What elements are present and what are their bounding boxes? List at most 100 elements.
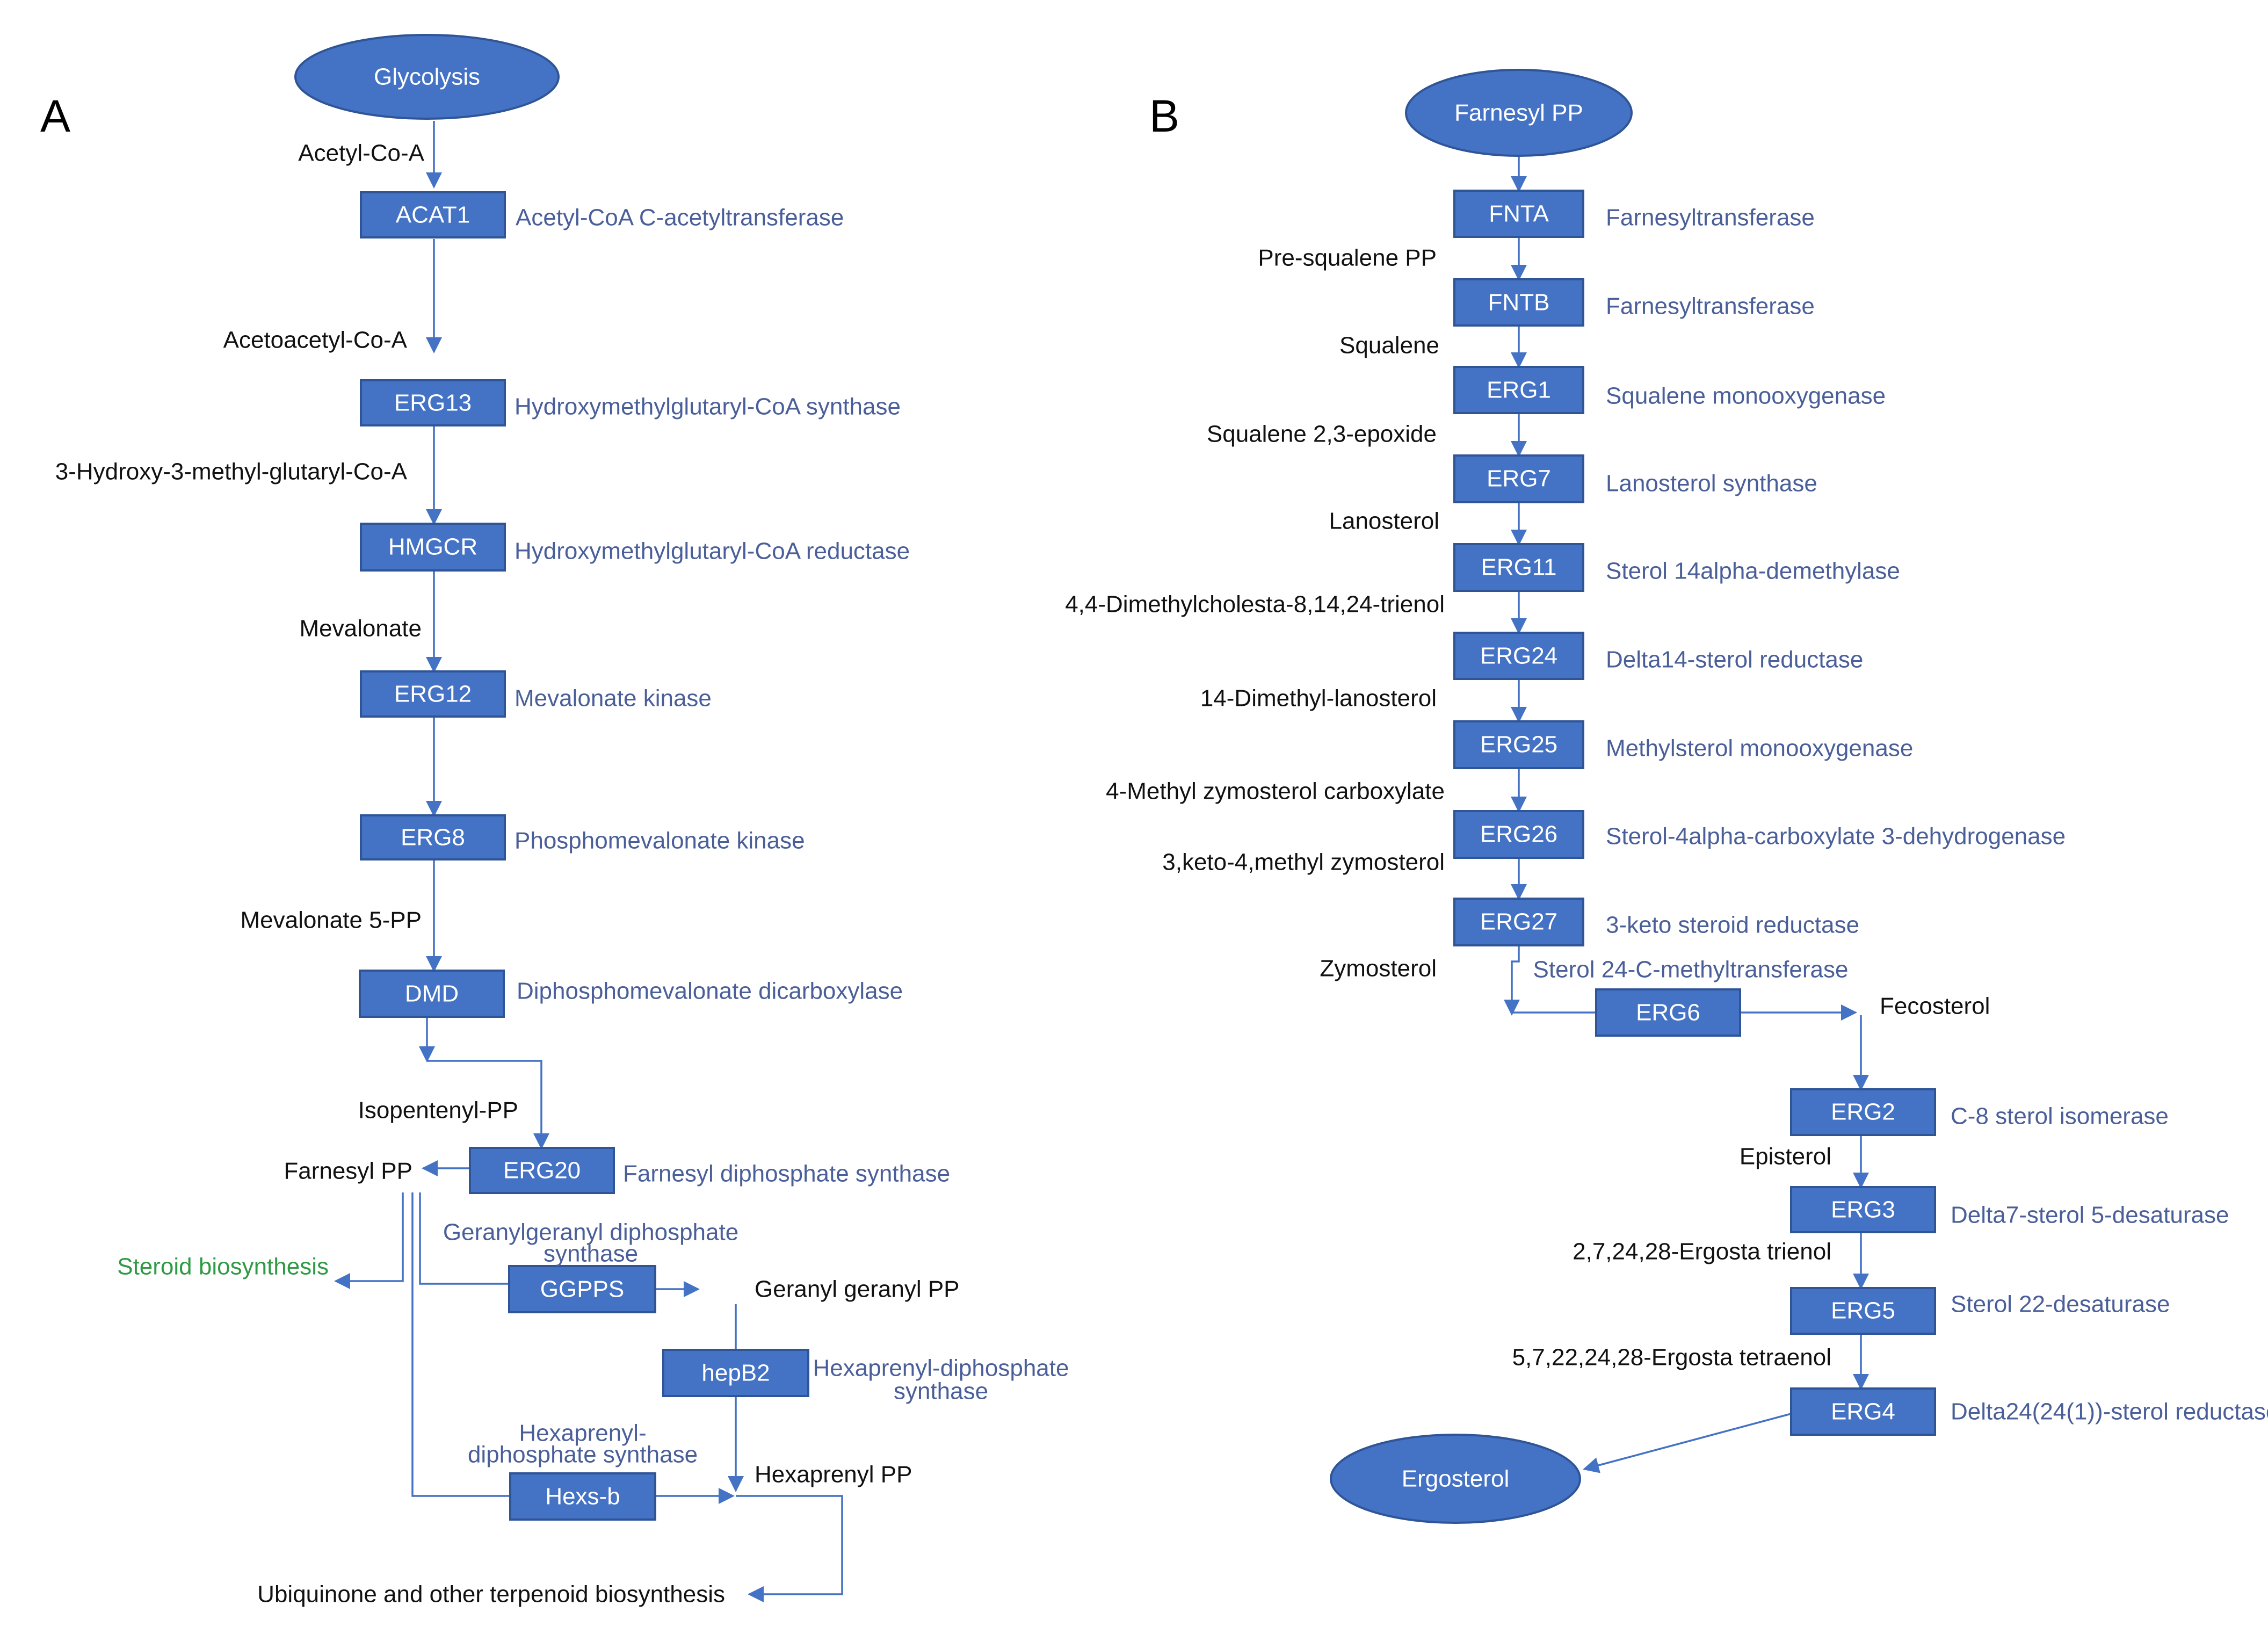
acat1-box xyxy=(360,191,506,238)
erg1-desc: Squalene monooxygenase xyxy=(1606,383,1886,409)
squalene-epoxide-label: Squalene 2,3-epoxide xyxy=(1207,421,1437,447)
erg26-label: ERG26 xyxy=(1480,821,1557,848)
erg24-box xyxy=(1453,632,1584,680)
erg3-label: ERG3 xyxy=(1831,1197,1895,1223)
dimethyl-lanosterol-label: 14-Dimethyl-lanosterol xyxy=(1200,685,1437,712)
erg5-box xyxy=(1790,1287,1936,1335)
erg4-box xyxy=(1790,1387,1936,1436)
edge-erg27-zymosterol xyxy=(1504,945,1520,1016)
pre-squalene-pp-label: Pre-squalene PP xyxy=(1258,245,1437,271)
erg5-label: ERG5 xyxy=(1831,1298,1895,1324)
panel-b-label: B xyxy=(1149,91,1179,141)
keto-methyl-zymosterol-label: 3,keto-4,methyl zymosterol xyxy=(1162,849,1445,876)
ergosta-trienol-label: 2,7,24,28-Ergosta trienol xyxy=(1573,1239,1831,1265)
erg27-desc: 3-keto steroid reductase xyxy=(1606,912,1859,938)
erg2-label: ERG2 xyxy=(1831,1099,1895,1125)
erg5-desc: Sterol 22-desaturase xyxy=(1951,1291,2170,1318)
mevalonate-5pp-label: Mevalonate 5-PP xyxy=(240,907,422,934)
fnta-box xyxy=(1453,190,1584,238)
hepb2-desc-line1: Hexaprenyl-diphosphate xyxy=(813,1355,1069,1382)
squalene-label: Squalene xyxy=(1339,332,1439,359)
erg24-label: ERG24 xyxy=(1480,643,1557,669)
erg1-label: ERG1 xyxy=(1487,377,1551,403)
fntb-label: FNTB xyxy=(1488,290,1550,316)
erg13-desc: Hydroxymethylglutaryl-CoA synthase xyxy=(515,394,901,420)
ggpps-desc-line1: Geranylgeranyl diphosphate xyxy=(443,1219,738,1246)
panel-a-edges xyxy=(334,121,843,1602)
ggpps-label: GGPPS xyxy=(540,1276,625,1303)
fntb-desc: Farnesyltransferase xyxy=(1606,293,1815,320)
dmd-label: DMD xyxy=(405,981,459,1007)
farnesyl-pp-label: Farnesyl PP xyxy=(284,1158,412,1184)
erg7-desc: Lanosterol synthase xyxy=(1606,471,1817,497)
erg11-desc: Sterol 14alpha-demethylase xyxy=(1606,558,1900,584)
edge-isopentenyl-erg20 xyxy=(427,1060,549,1149)
erg6-desc: Sterol 24-C-methyltransferase xyxy=(1533,957,1849,983)
hepb2-label: hepB2 xyxy=(701,1360,770,1386)
hepb2-box xyxy=(662,1349,809,1397)
erg7-label: ERG7 xyxy=(1487,466,1551,492)
farnesyl-pp-node xyxy=(1405,69,1633,157)
erg27-label: ERG27 xyxy=(1480,909,1557,935)
hexsb-label: Hexs-b xyxy=(545,1484,620,1510)
erg12-desc: Mevalonate kinase xyxy=(515,685,712,712)
edge-farnesyl-ggpps xyxy=(419,1192,509,1285)
acat1-label: ACAT1 xyxy=(396,202,470,228)
geranylgeranyl-pp-label: Geranyl geranyl PP xyxy=(755,1276,960,1303)
erg3-box xyxy=(1790,1186,1936,1233)
hmgcr-label: HMGCR xyxy=(388,534,477,560)
erg6-label: ERG6 xyxy=(1636,1000,1700,1026)
erg4-desc: Delta24(24(1))-sterol reductase xyxy=(1951,1399,2268,1425)
mevalonate-label: Mevalonate xyxy=(300,616,422,642)
erg26-box xyxy=(1453,810,1584,859)
erg1-box xyxy=(1453,366,1584,414)
dmd-desc: Diphosphomevalonate dicarboxylase xyxy=(517,978,903,1004)
edge-hexaprenyl-ubiquinone xyxy=(736,1495,843,1602)
glycolysis-label: Glycolysis xyxy=(374,64,480,90)
erg25-desc: Methylsterol monooxygenase xyxy=(1606,735,1913,762)
hepb2-desc-line2: synthase xyxy=(894,1378,988,1405)
ggpps-box xyxy=(508,1265,656,1313)
erg4-label: ERG4 xyxy=(1831,1399,1895,1425)
fntb-box xyxy=(1453,278,1584,327)
erg8-box xyxy=(360,814,506,860)
erg6-box xyxy=(1595,988,1741,1037)
hmg-coa-label: 3-Hydroxy-3-methyl-glutaryl-Co-A xyxy=(55,459,408,485)
lanosterol-label: Lanosterol xyxy=(1329,508,1439,534)
isopentenyl-pp-label: Isopentenyl-PP xyxy=(358,1097,518,1124)
ggpps-desc-line2: synthase xyxy=(544,1241,638,1267)
edge-erg4-ergosterol xyxy=(1583,1413,1792,1473)
dmd-box xyxy=(359,970,505,1018)
erg24-desc: Delta14-sterol reductase xyxy=(1606,647,1863,673)
fnta-desc: Farnesyltransferase xyxy=(1606,205,1815,231)
hmgcr-box xyxy=(360,523,506,572)
erg13-label: ERG13 xyxy=(394,390,472,416)
erg11-box xyxy=(1453,543,1584,592)
hmgcr-desc: Hydroxymethylglutaryl-CoA reductase xyxy=(515,538,910,565)
edge-farnesyl-steroid xyxy=(334,1192,404,1289)
hexaprenyl-pp-label: Hexaprenyl PP xyxy=(755,1462,912,1488)
zymosterol-label: Zymosterol xyxy=(1320,956,1437,982)
acat1-desc: Acetyl-CoA C-acetyltransferase xyxy=(516,205,844,231)
acetoacetyl-coa-label: Acetoacetyl-Co-A xyxy=(223,327,408,353)
episterol-label: Episterol xyxy=(1740,1144,1831,1170)
farnesyl-pp-node-label: Farnesyl PP xyxy=(1454,100,1583,126)
ergosta-tetraenol-label: 5,7,22,24,28-Ergosta tetraenol xyxy=(1512,1344,1831,1371)
erg27-box xyxy=(1453,898,1584,946)
erg8-label: ERG8 xyxy=(401,825,465,851)
erg2-box xyxy=(1790,1088,1936,1136)
erg25-box xyxy=(1453,720,1584,769)
panel-a: A Glycolysis ACAT1 Acetyl-CoA C-acetyl xyxy=(40,34,1069,1608)
erg26-desc: Sterol-4alpha-carboxylate 3-dehydrogenas… xyxy=(1606,823,2066,850)
ubiquinone-label: Ubiquinone and other terpenoid biosynthe… xyxy=(257,1581,725,1608)
erg12-box xyxy=(360,670,506,718)
erg3-desc: Delta7-sterol 5-desaturase xyxy=(1951,1202,2229,1228)
erg8-desc: Phosphomevalonate kinase xyxy=(515,828,805,854)
erg13-box xyxy=(360,379,506,426)
fecosterol-label: Fecosterol xyxy=(1880,993,1990,1019)
erg20-label: ERG20 xyxy=(503,1158,581,1184)
steroid-biosynthesis-link: Steroid biosynthesis xyxy=(117,1254,329,1280)
methyl-zymosterol-carboxylate-label: 4-Methyl zymosterol carboxylate xyxy=(1106,778,1445,805)
erg7-box xyxy=(1453,454,1584,503)
erg11-label: ERG11 xyxy=(1481,554,1556,581)
